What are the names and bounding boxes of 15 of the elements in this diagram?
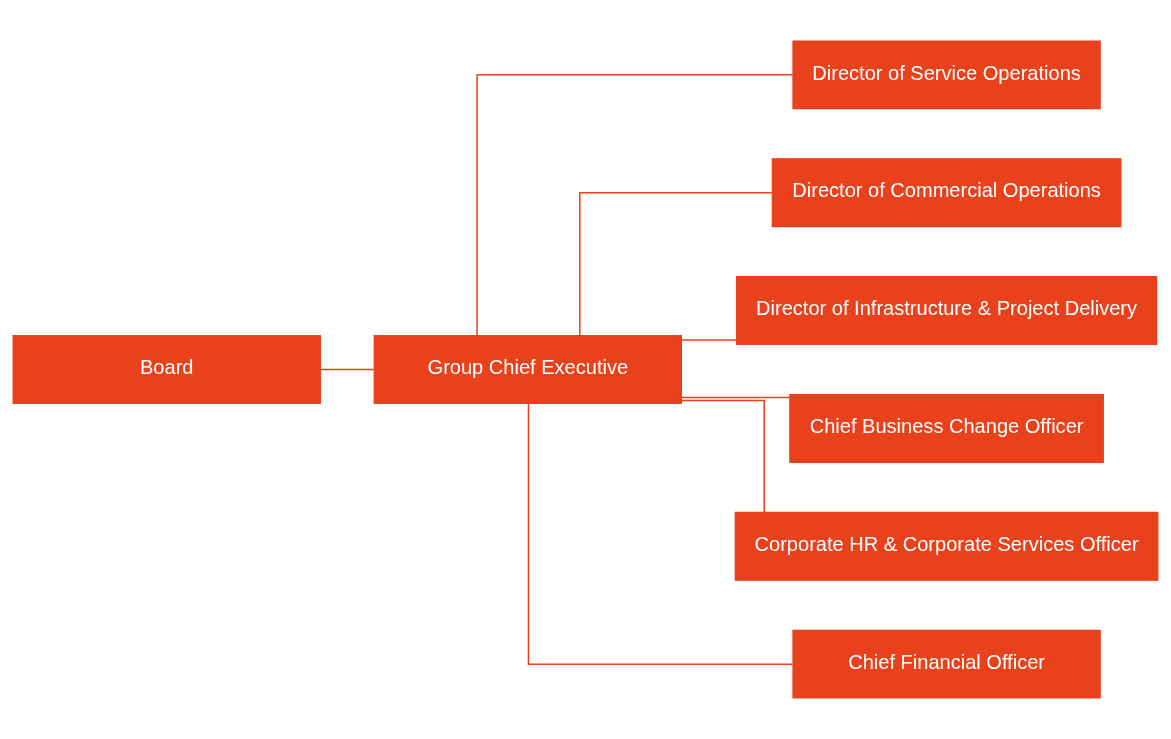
connector [527, 403, 794, 665]
connector [681, 339, 738, 341]
node-box: Chief Financial Officer [792, 629, 1101, 699]
connector [476, 74, 794, 336]
node-box: Board [12, 335, 321, 404]
node-box: Corporate HR & Corporate Services Officer [734, 511, 1159, 581]
connector [579, 191, 773, 337]
node-box: Director of Infrastructure & Project Delivery [735, 276, 1158, 346]
connector [681, 396, 791, 399]
connector [319, 368, 375, 371]
node-box: Group Chief Executive [373, 335, 683, 404]
connector [680, 399, 765, 513]
node-box: Director of Service Operations [792, 40, 1101, 110]
node-box: Chief Business Change Officer [789, 393, 1104, 463]
node-box: Director of Commercial Operations [771, 158, 1122, 228]
